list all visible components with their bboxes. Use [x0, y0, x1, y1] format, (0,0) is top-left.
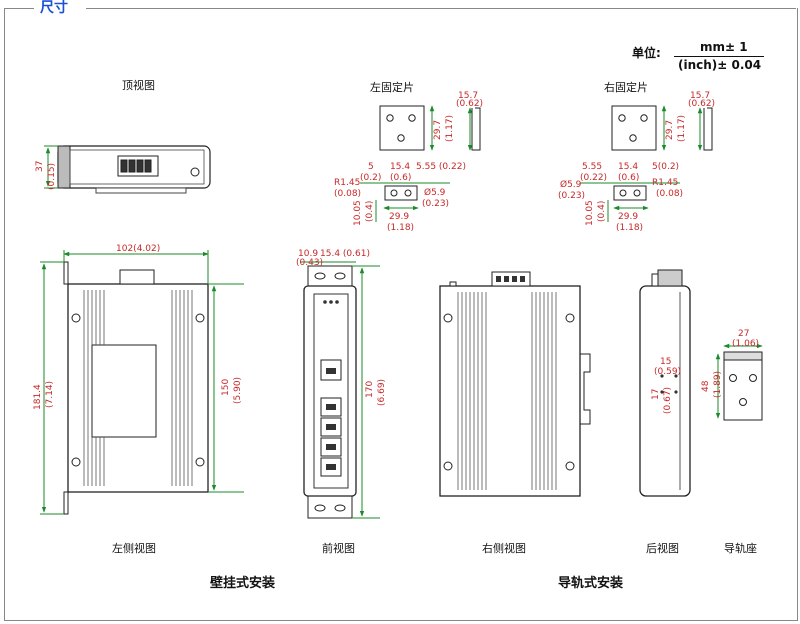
dim-fr-b: 15.4 (0.61): [320, 249, 370, 259]
dim-ls-h1-in: (7.14): [45, 381, 55, 408]
drawing-frame: [4, 8, 798, 621]
dim-lb-b: 15.4: [390, 162, 410, 172]
dim-rb-h1: 15.7: [690, 91, 710, 101]
dim-fr-a: 10.9: [298, 249, 318, 259]
dim-lb-r-in: (0.08): [334, 189, 361, 199]
unit-mm: mm± 1: [700, 40, 748, 54]
dim-rb-b-in: (0.6): [618, 173, 639, 183]
dim-rb-r: R1.45: [652, 178, 678, 188]
dim-rb-h1-in: (0.62): [688, 99, 715, 109]
top-view-drawing: 37 (0.15): [35, 145, 211, 194]
label-top-view: 顶视图: [122, 79, 155, 92]
label-rail-seat: 导轨座: [724, 542, 757, 555]
right-bracket-drawing: 15.7 (0.62) 29.7 (1.17) 5.55 (0.22) 15.4…: [558, 91, 715, 233]
front-view-drawing: 10.9 (0.43) 15.4 (0.61) 170 (6.69): [296, 249, 387, 519]
left-side-view-drawing: 102(4.02) 181.4 (7.14) 150 (5.90): [33, 244, 244, 515]
dim-rear-a-in: (0.59): [654, 367, 681, 377]
dim-lb-v: 10.05: [353, 200, 363, 226]
dim-rail-h: 48: [701, 380, 711, 392]
rail-seat-drawing: 27 (1.06) 48 (1.89): [701, 329, 763, 421]
dim-rear-b: 17: [651, 389, 661, 400]
dim-lb-w: 29.9: [389, 212, 409, 222]
dim-ls-h2-in: (5.90): [233, 377, 243, 404]
label-rear-view: 后视图: [646, 542, 679, 555]
rear-view-drawing: 15 (0.59) 17 (0.67): [639, 269, 691, 497]
dim-lb-a-in: (0.2): [360, 173, 381, 183]
unit-inch: (inch)± 0.04: [678, 58, 762, 72]
dim-lb-d: Ø5.9: [424, 187, 446, 198]
dim-rail-h-in: (1.89): [713, 371, 723, 398]
unit-fraction-bar: [674, 56, 764, 57]
header-rule-right: [86, 8, 796, 9]
dim-rb-d: Ø5.9: [560, 179, 582, 190]
dim-rb-v-in: (0.4): [597, 201, 607, 222]
dim-rb-a: 5.55: [582, 162, 602, 172]
dim-lb-h2-in: (1.17): [445, 115, 455, 142]
dim-rb-d-in: (0.23): [558, 191, 585, 201]
dim-lb-v-in: (0.4): [365, 201, 375, 222]
dim-ls-width: 102(4.02): [116, 244, 160, 254]
dim-lb-a: 5: [368, 162, 374, 172]
dim-rb-w-in: (1.18): [616, 223, 643, 233]
label-left-bracket: 左固定片: [370, 81, 414, 94]
dim-rail-w-in: (1.06): [732, 339, 759, 349]
dim-rb-c: 5(0.2): [652, 162, 679, 172]
unit-label: 单位:: [632, 46, 661, 60]
label-wall-mount: 壁挂式安装: [210, 576, 276, 591]
dim-top-height: 37: [35, 161, 45, 172]
dim-fr-h: 170: [365, 381, 375, 398]
section-title: 尺寸: [36, 0, 72, 17]
dim-lb-r: R1.45: [334, 178, 360, 188]
dim-rear-a: 15: [660, 357, 671, 367]
dim-lb-c: 5.55 (0.22): [416, 162, 466, 172]
dim-lb-b-in: (0.6): [390, 173, 411, 183]
dim-rb-b: 15.4: [618, 162, 638, 172]
dim-rb-w: 29.9: [618, 212, 638, 222]
dim-fr-a-in: (0.43): [296, 258, 323, 268]
label-front-view: 前视图: [322, 542, 355, 555]
left-bracket-drawing: 15.7 (0.62) 29.7 (1.17) 5 (0.2) 15.4 (0.…: [334, 91, 483, 233]
dim-ls-h1: 181.4: [33, 384, 43, 410]
dim-lb-w-in: (1.18): [387, 223, 414, 233]
dim-rb-v: 10.05: [585, 200, 595, 226]
dim-rail-w: 27: [738, 329, 749, 339]
right-side-view-drawing: [439, 271, 591, 497]
dim-rb-h2: 29.7: [665, 120, 675, 140]
dim-rb-a-in: (0.22): [580, 173, 607, 183]
dim-top-height-in: (0.15): [47, 163, 57, 190]
dim-rb-r-in: (0.08): [656, 189, 683, 199]
dim-rear-b-in: (0.67): [663, 387, 673, 414]
section-header: 尺寸: [0, 0, 800, 17]
dim-fr-h-in: (6.69): [377, 379, 387, 406]
label-right-bracket: 右固定片: [604, 81, 648, 94]
label-right-side-view: 右侧视图: [482, 542, 526, 555]
dim-lb-h2: 29.7: [433, 120, 443, 140]
dim-lb-h1-in: (0.62): [456, 99, 483, 109]
label-left-side-view: 左侧视图: [112, 542, 156, 555]
dim-rb-h2-in: (1.17): [677, 115, 687, 142]
dim-lb-d-in: (0.23): [422, 199, 449, 209]
label-rail-mount: 导轨式安装: [558, 576, 624, 591]
dim-ls-h2: 150: [221, 379, 231, 396]
dim-lb-h1: 15.7: [458, 91, 478, 101]
header-rule-left: [4, 8, 34, 9]
